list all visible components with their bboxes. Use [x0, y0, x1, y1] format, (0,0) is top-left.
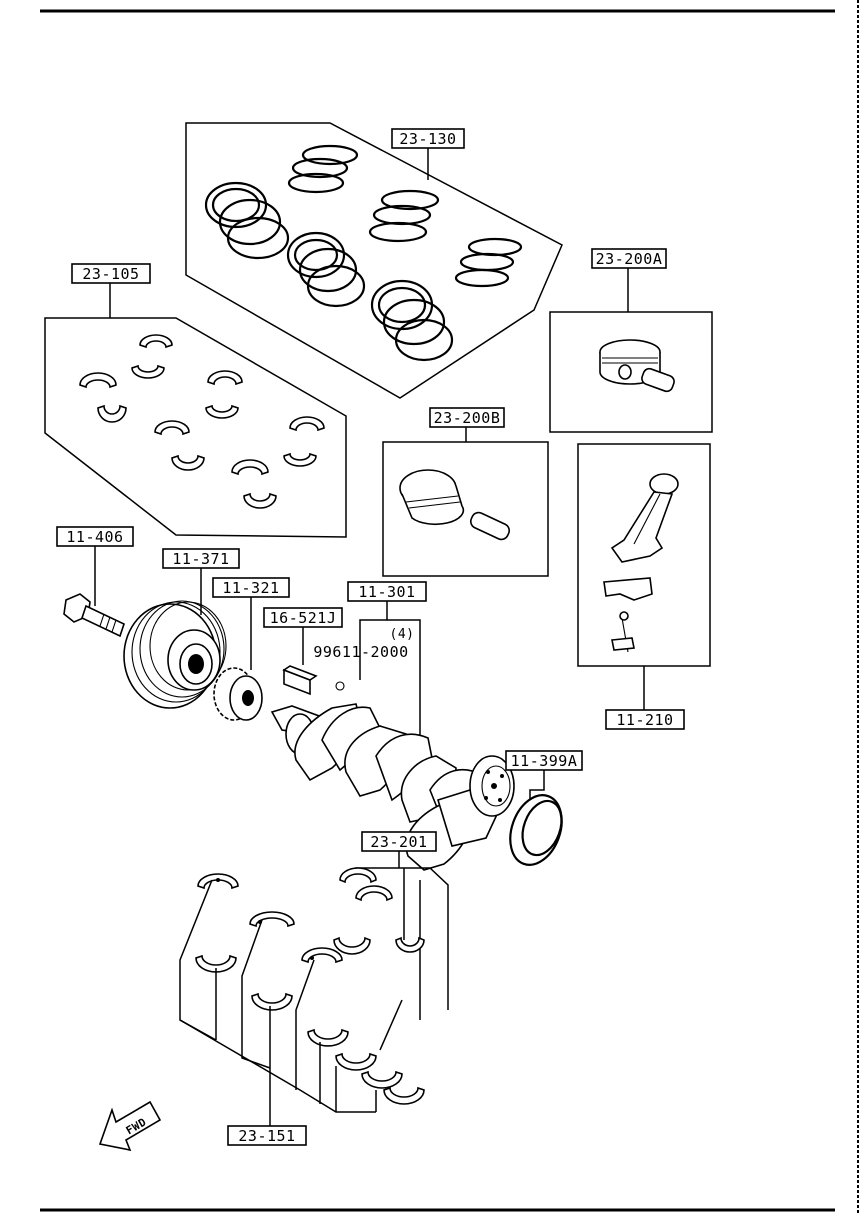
label-box-23-200A — [591, 248, 667, 269]
crank-bolt-icon — [63, 593, 125, 638]
piston-icon — [399, 469, 511, 541]
part-label-23-105: 23-105 — [82, 265, 139, 283]
piston-b-group — [382, 427, 549, 577]
part-label-11-399A: 11-399A — [511, 752, 578, 770]
part-label-11-406: 11-406 — [66, 528, 123, 546]
leader-11-301 — [387, 619, 421, 740]
label-box-23-151 — [227, 1125, 307, 1146]
crank-pulley-icon — [123, 600, 227, 709]
bearing-shell-icon — [79, 334, 325, 509]
label-box-23-105 — [71, 263, 151, 284]
part-label-16-521J: 16-521J — [270, 609, 337, 627]
crankshaft-icon — [270, 703, 515, 871]
woodruff-key-icon — [282, 665, 318, 696]
main-bearing-lower-group — [179, 873, 425, 1126]
timing-gear-icon — [213, 667, 263, 721]
part-label-23-200B: 23-200B — [434, 409, 501, 427]
part-label-23-200A: 23-200A — [596, 250, 663, 268]
part-label-23-130: 23-130 — [399, 130, 456, 148]
part-label-23-151: 23-151 — [238, 1127, 295, 1145]
part-label-11-210: 11-210 — [616, 711, 673, 729]
piston-a-group — [549, 267, 713, 433]
sealant-part-number: 99611-2000 — [313, 643, 408, 661]
connecting-rod-group — [577, 443, 711, 710]
label-box-23-130 — [391, 128, 465, 149]
part-label-11-321: 11-321 — [222, 579, 279, 597]
label-box-11-210 — [605, 709, 685, 730]
sealant-quantity: (4) — [390, 627, 415, 642]
part-label-11-371: 11-371 — [172, 550, 229, 568]
main-bearing-upper-group — [44, 283, 347, 538]
thrust-bearing-group — [333, 851, 449, 1020]
part-label-23-201: 23-201 — [370, 833, 427, 851]
piston-ring-icon — [204, 144, 523, 362]
piston-icon — [599, 339, 675, 393]
piston-ring-set-group — [185, 122, 563, 399]
connecting-rod-icon — [603, 473, 679, 653]
oil-seal-icon — [509, 794, 563, 866]
plug-icon — [335, 681, 345, 691]
part-label-11-301: 11-301 — [358, 583, 415, 601]
label-box-23-200B — [429, 407, 505, 428]
leader-11-399A — [529, 770, 545, 800]
leader-sealant — [359, 601, 388, 680]
forward-direction-arrow: FWD — [98, 1100, 162, 1152]
